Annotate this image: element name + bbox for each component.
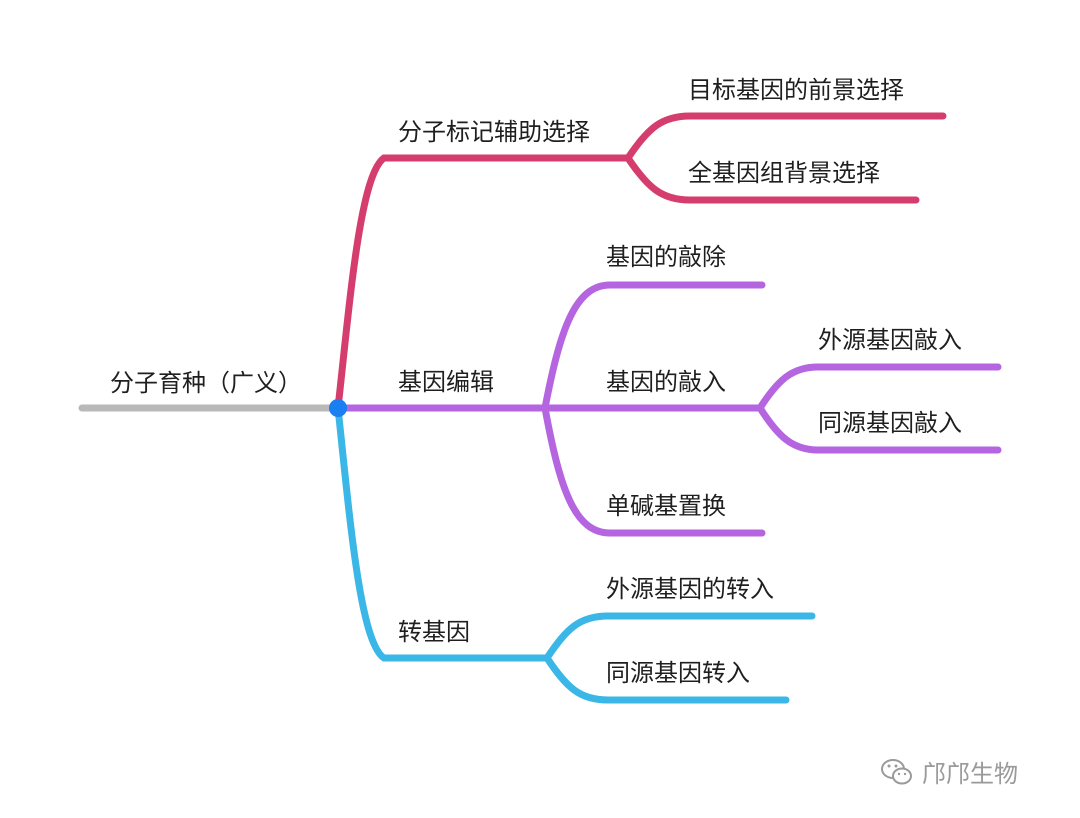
sub-label-exogenous-knockin: 外源基因敲入: [818, 326, 962, 354]
hub-node: [329, 399, 347, 417]
leaf-homologous-transfer-line: [543, 654, 790, 704]
branch-molecular-marker-line: [334, 154, 632, 412]
watermark: 邝邝生物: [880, 754, 1018, 789]
leaf-label-background-selection: 全基因组背景选择: [688, 159, 880, 187]
watermark-text: 邝邝生物: [922, 760, 1018, 788]
sub-label-homologous-knockin: 同源基因敲入: [818, 409, 962, 437]
leaf-label-foreground-selection: 目标基因的前景选择: [688, 76, 904, 104]
root-label: 分子育种（广义）: [110, 369, 302, 397]
leaf-label-gene-knockout: 基因的敲除: [606, 243, 726, 271]
sub-exogenous-knockin-line: [756, 363, 1002, 412]
leaf-background-selection-line: [624, 154, 920, 204]
leaf-label-exogenous-transfer: 外源基因的转入: [606, 575, 774, 603]
leaf-label-base-substitution: 单碱基置换: [606, 492, 726, 520]
leaf-foreground-selection-line: [624, 112, 947, 162]
leaf-gene-knockout-line: [541, 281, 766, 412]
leaf-base-substitution-line: [541, 404, 766, 537]
sub-homologous-knockin-line: [756, 404, 1002, 454]
branch-label-molecular-marker: 分子标记辅助选择: [398, 118, 590, 146]
leaf-exogenous-transfer-line: [543, 612, 816, 662]
branch-label-gene-editing: 基因编辑: [398, 368, 494, 396]
leaf-label-homologous-transfer: 同源基因转入: [606, 659, 750, 687]
branch-label-transgenic: 转基因: [398, 618, 470, 646]
leaf-label-gene-knockin: 基因的敲入: [606, 368, 726, 396]
wechat-icon: [881, 758, 912, 784]
branch-transgenic-line: [334, 404, 551, 662]
